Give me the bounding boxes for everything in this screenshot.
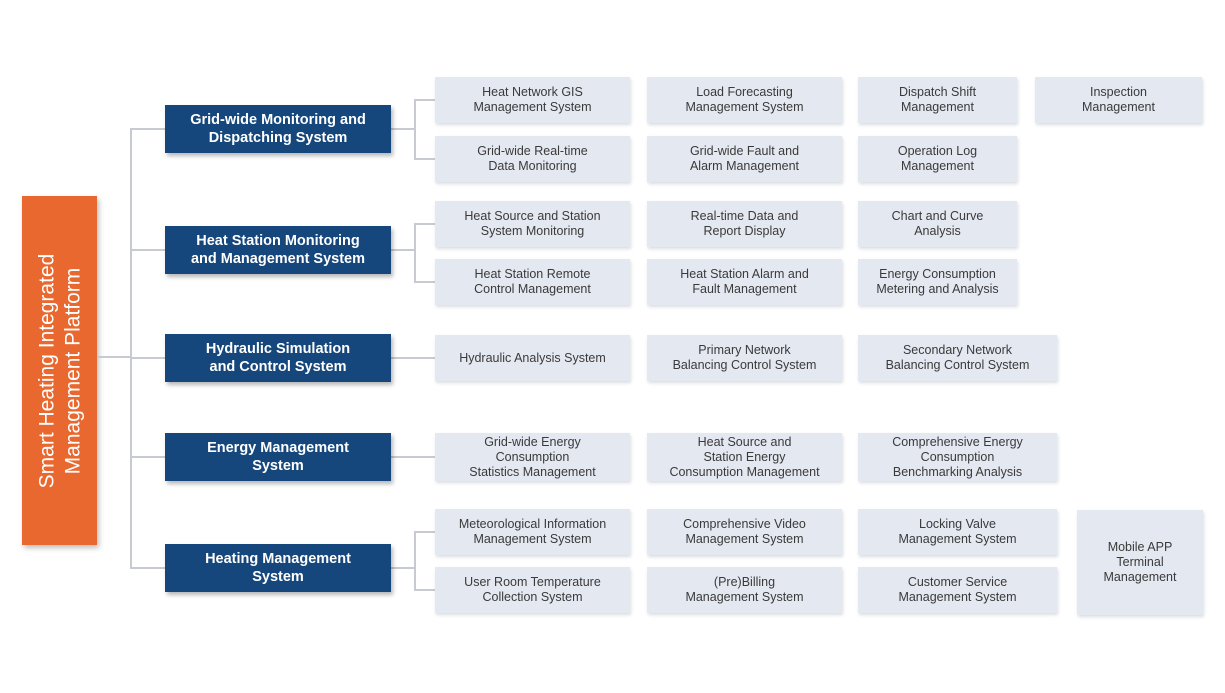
leaf-box: Heat Station Alarm and Fault Management <box>647 259 842 305</box>
leaf-box: Load Forecasting Management System <box>647 77 842 123</box>
leaf-connector-line <box>414 531 435 533</box>
leaf-box: Comprehensive Video Management System <box>647 509 842 555</box>
leaf-connector-line <box>391 357 435 359</box>
branch-box: Hydraulic Simulation and Control System <box>165 334 391 382</box>
leaf-connector-line <box>414 589 435 591</box>
leaf-box-span: Mobile APP Terminal Management <box>1077 510 1203 615</box>
leaf-box: (Pre)Billing Management System <box>647 567 842 613</box>
leaf-box: Hydraulic Analysis System <box>435 335 630 381</box>
leaf-box: Customer Service Management System <box>858 567 1057 613</box>
bracket-vertical-line <box>414 99 416 160</box>
leaf-box: Heat Station Remote Control Management <box>435 259 630 305</box>
leaf-box: Chart and Curve Analysis <box>858 201 1017 247</box>
bracket-vertical-line <box>414 531 416 591</box>
leaf-box: Grid-wide Real-time Data Monitoring <box>435 136 630 182</box>
leaf-box: Energy Consumption Metering and Analysis <box>858 259 1017 305</box>
leaf-box: Meteorological Information Management Sy… <box>435 509 630 555</box>
leaf-box: Operation Log Management <box>858 136 1017 182</box>
branch-box: Energy Management System <box>165 433 391 481</box>
leaf-box: Grid-wide Fault and Alarm Management <box>647 136 842 182</box>
bracket-stem-line <box>391 567 414 569</box>
leaf-box: User Room Temperature Collection System <box>435 567 630 613</box>
leaf-box: Primary Network Balancing Control System <box>647 335 842 381</box>
bracket-stem-line <box>391 128 414 130</box>
leaf-box: Heat Source and Station Energy Consumpti… <box>647 433 842 481</box>
leaf-box: Heat Source and Station System Monitorin… <box>435 201 630 247</box>
branch-connector-line <box>130 456 165 458</box>
branch-box: Heat Station Monitoring and Management S… <box>165 226 391 274</box>
leaf-box: Grid-wide Energy Consumption Statistics … <box>435 433 630 481</box>
leaf-box: Secondary Network Balancing Control Syst… <box>858 335 1057 381</box>
leaf-connector-line <box>414 158 435 160</box>
leaf-connector-line <box>414 223 435 225</box>
branch-box: Grid-wide Monitoring and Dispatching Sys… <box>165 105 391 153</box>
leaf-connector-line <box>414 99 435 101</box>
leaf-box: Comprehensive Energy Consumption Benchma… <box>858 433 1057 481</box>
branch-connector-line <box>130 249 165 251</box>
bracket-vertical-line <box>414 223 416 283</box>
branch-connector-line <box>130 357 165 359</box>
trunk-line <box>130 128 132 569</box>
leaf-box: Inspection Management <box>1035 77 1202 123</box>
bracket-stem-line <box>391 249 414 251</box>
leaf-box: Heat Network GIS Management System <box>435 77 630 123</box>
branch-box: Heating Management System <box>165 544 391 592</box>
leaf-box: Locking Valve Management System <box>858 509 1057 555</box>
platform-root-label: Smart Heating Integrated Management Plat… <box>34 253 84 488</box>
branch-connector-line <box>130 567 165 569</box>
root-connector-line <box>97 356 132 358</box>
leaf-connector-line <box>391 456 435 458</box>
branch-connector-line <box>130 128 165 130</box>
leaf-connector-line <box>414 281 435 283</box>
platform-root-box: Smart Heating Integrated Management Plat… <box>22 196 97 545</box>
leaf-box: Dispatch Shift Management <box>858 77 1017 123</box>
leaf-box: Real-time Data and Report Display <box>647 201 842 247</box>
